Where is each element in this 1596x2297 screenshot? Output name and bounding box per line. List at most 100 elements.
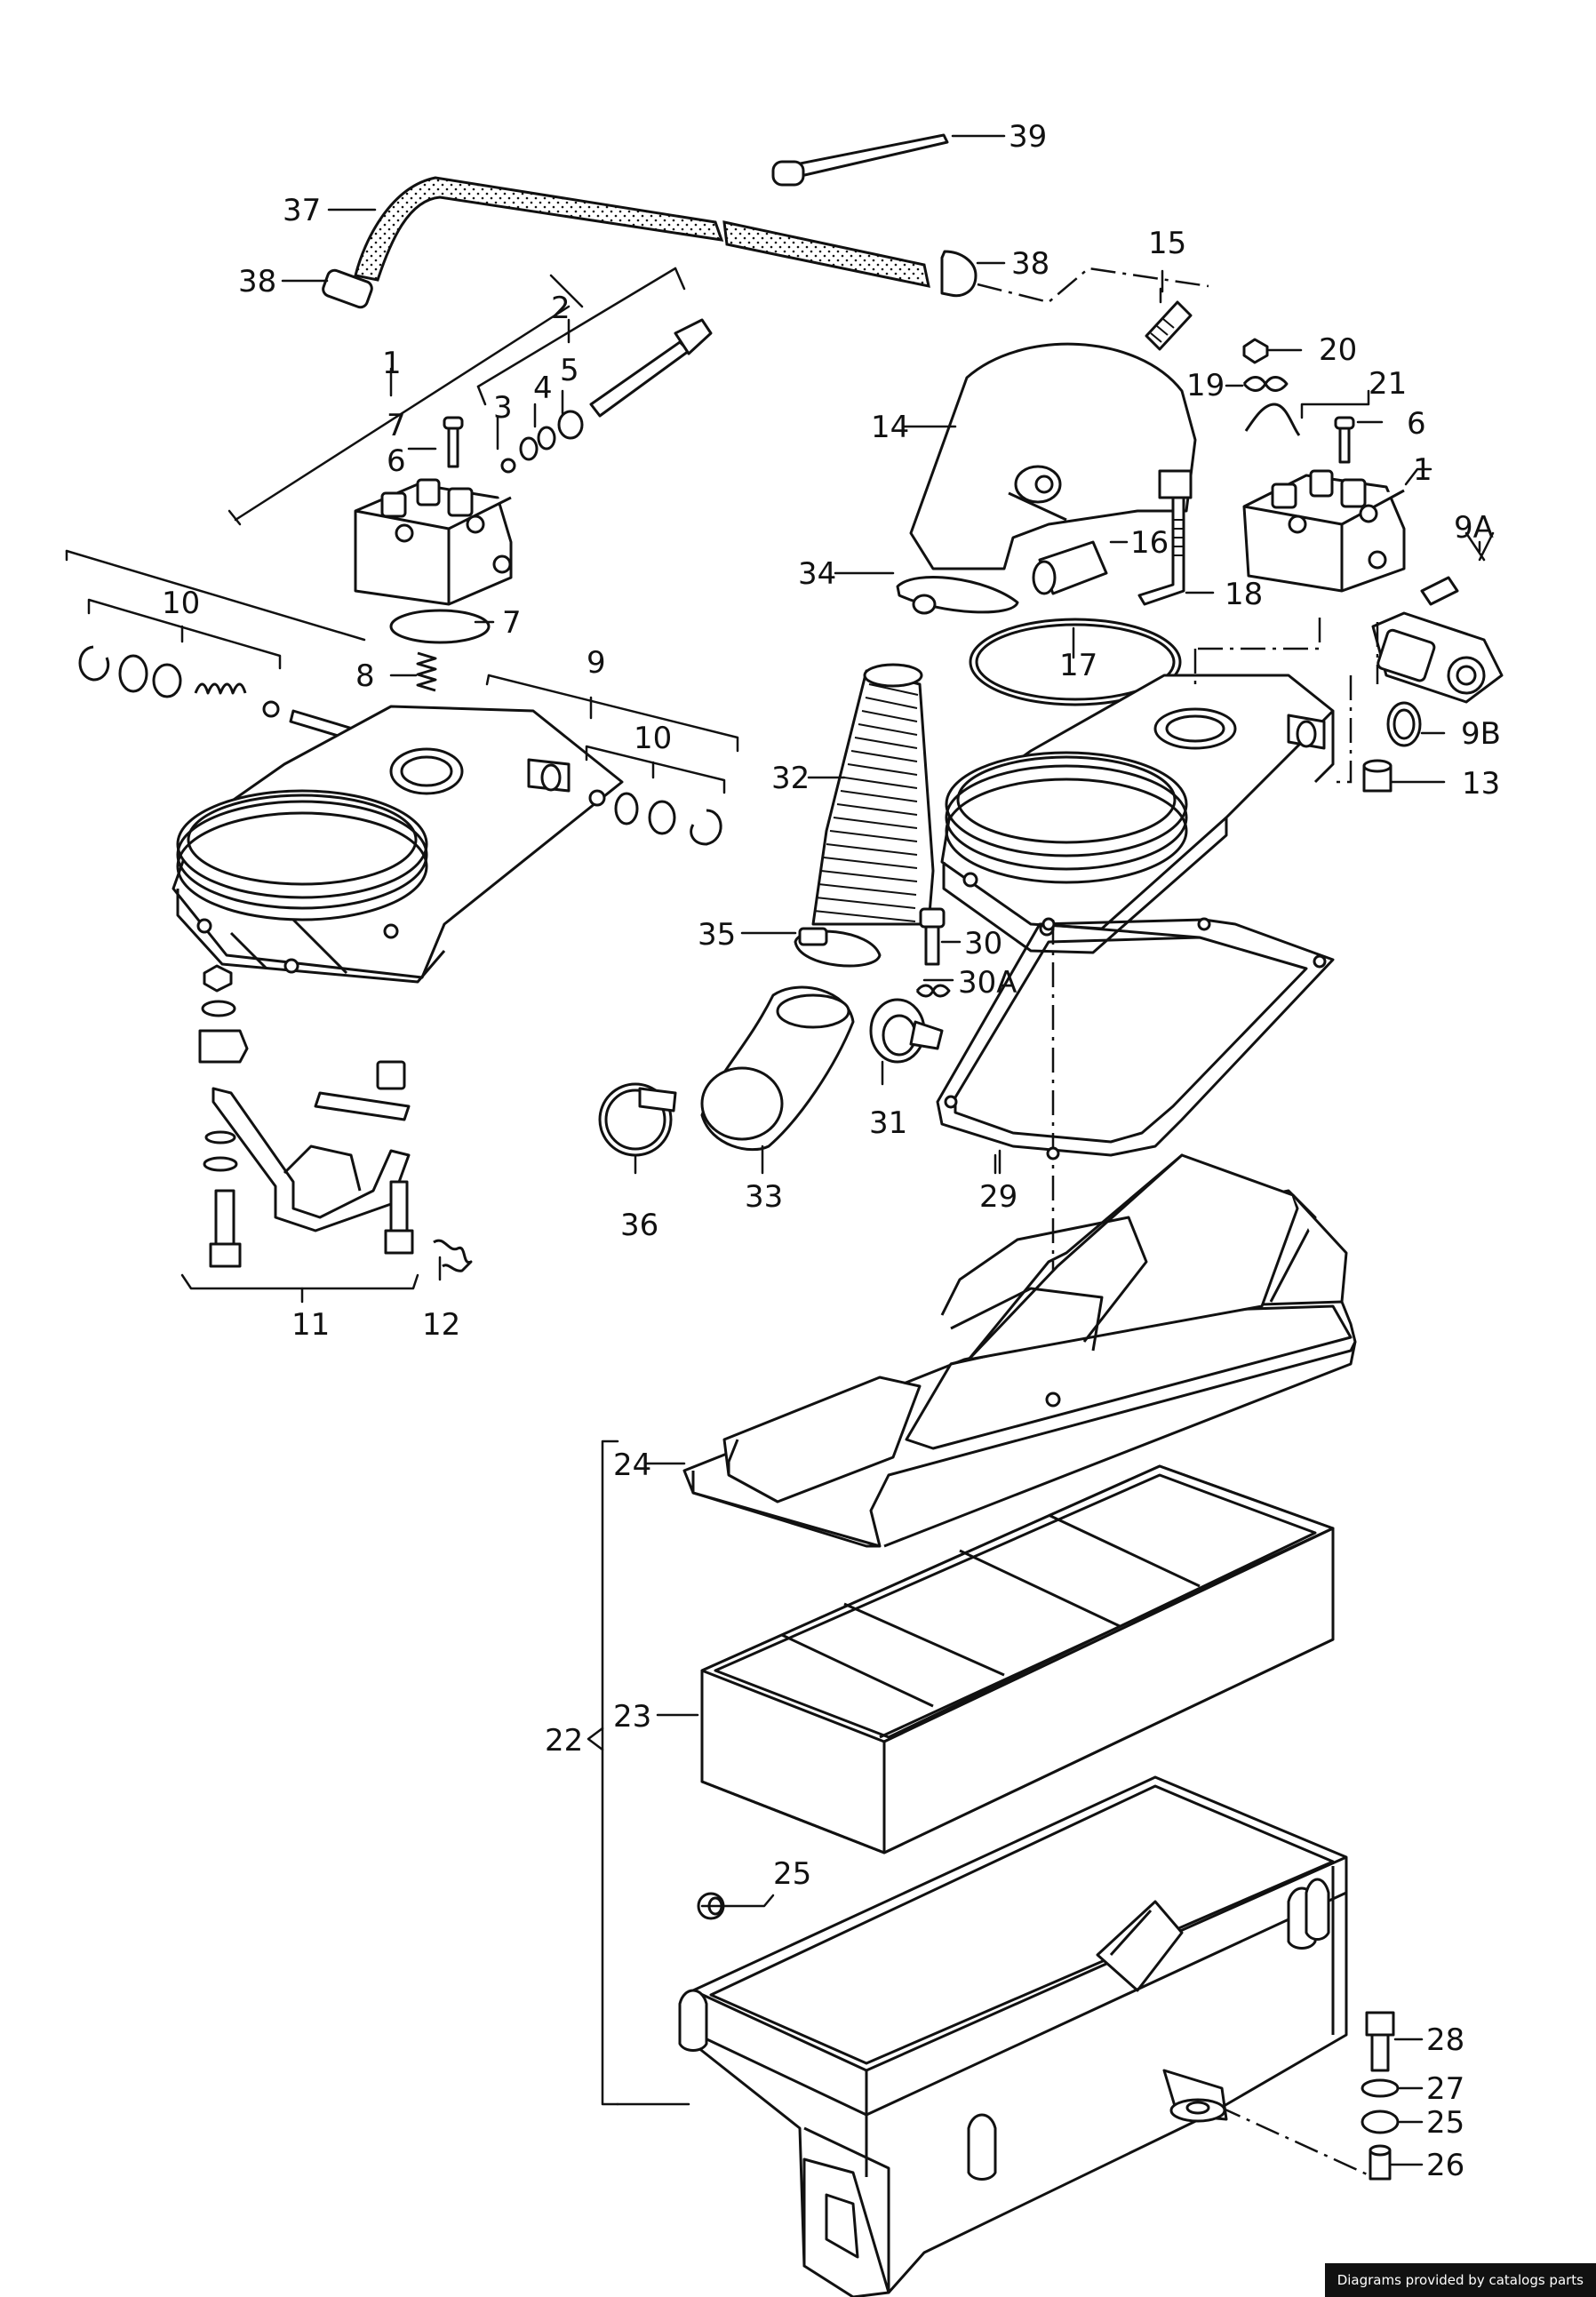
label-22: 22	[545, 1723, 583, 1759]
bracket-10-right	[585, 745, 726, 794]
label-8: 8	[355, 658, 375, 694]
label-6-left: 6	[387, 443, 406, 479]
label-36: 36	[620, 1208, 658, 1243]
label-35: 35	[698, 917, 736, 953]
bolt-28	[1365, 2011, 1395, 2072]
label-24: 24	[613, 1448, 651, 1483]
connector-9A	[1371, 576, 1504, 704]
label-37: 37	[283, 193, 321, 228]
credit-badge: Diagrams provided by catalogs parts	[1324, 2263, 1596, 2297]
airbox-lower	[678, 1775, 1348, 2297]
label-34: 34	[798, 556, 836, 592]
pipe-18	[1137, 496, 1185, 606]
bolt-11-right	[384, 1180, 414, 1255]
label-19: 19	[1186, 368, 1225, 403]
o-ring-17	[969, 618, 1182, 706]
washer-10-left-a	[118, 654, 148, 693]
valve-15	[1145, 300, 1193, 351]
throttle-body-left	[172, 705, 624, 984]
alignment-line-hose	[977, 267, 1209, 304]
label-3: 3	[493, 390, 513, 426]
gasket-29	[936, 917, 1335, 1160]
spring-8	[416, 651, 437, 692]
circlip-10-left	[78, 645, 110, 682]
spring-21	[1244, 403, 1301, 436]
label-28: 28	[1426, 2022, 1464, 2058]
bracket-9	[487, 674, 739, 753]
label-38-right: 38	[1011, 246, 1049, 282]
washer-4a	[519, 436, 539, 461]
washer-30A	[915, 984, 951, 998]
washer-10-right-a	[614, 792, 639, 825]
housing-1-left	[354, 478, 513, 606]
label-9A: 9A	[1454, 510, 1494, 546]
hose-37	[354, 176, 930, 288]
label-30A: 30A	[958, 965, 1017, 1001]
label-27: 27	[1426, 2071, 1464, 2107]
clamp-38-right	[940, 250, 978, 298]
label-9B: 9B	[1461, 716, 1501, 752]
clip-bracket-left	[314, 1060, 411, 1121]
label-30: 30	[964, 926, 1002, 961]
bracket-1-start	[227, 509, 242, 526]
screw-6-left	[443, 416, 464, 468]
washer-10-left-b	[152, 663, 182, 698]
washer-4b	[537, 426, 556, 451]
clamp-35	[794, 927, 882, 968]
grommet-25-bottom	[1361, 2110, 1400, 2134]
ball-3	[500, 458, 516, 474]
bracket-11	[180, 1273, 419, 1290]
tube-16	[1032, 540, 1108, 595]
part-number-labels: 39 37 38 38 15 20 19 21 6 1 9A 9B 13 14 …	[162, 119, 1501, 2183]
cable-tie-39	[771, 133, 949, 187]
label-38-left: 38	[238, 264, 276, 299]
o-ring-9B	[1386, 701, 1422, 747]
label-1-right: 1	[1413, 452, 1432, 488]
label-15: 15	[1148, 226, 1186, 261]
label-10-left: 10	[162, 586, 200, 621]
label-9: 9	[587, 645, 606, 681]
label-2: 2	[551, 291, 571, 326]
label-25-bottom: 25	[1426, 2105, 1464, 2141]
clip-19	[1242, 376, 1289, 392]
label-25-top: 25	[773, 1856, 811, 1892]
nut-stack-left	[198, 964, 249, 1064]
label-4: 4	[533, 371, 553, 406]
label-17: 17	[1059, 648, 1097, 683]
clip-31	[869, 998, 944, 1064]
screw-30	[919, 907, 946, 966]
washer-5	[557, 410, 584, 440]
cover-14	[909, 342, 1197, 570]
clamp-34	[896, 576, 1019, 615]
leader-lines	[281, 134, 1495, 2166]
airbox-upper-24	[682, 1153, 1357, 1548]
bracket-1-end	[549, 274, 584, 308]
adjust-screw-2	[589, 318, 713, 418]
bracket-10-left	[87, 598, 282, 670]
elbow-33	[700, 985, 855, 1152]
label-10-right: 10	[634, 721, 672, 756]
label-31: 31	[869, 1105, 907, 1141]
label-32: 32	[771, 761, 810, 796]
label-14: 14	[871, 410, 909, 445]
bracket-2-line	[476, 267, 677, 388]
brace-22	[601, 1440, 619, 2106]
cap-13	[1362, 759, 1393, 793]
o-ring-7	[389, 609, 491, 644]
label-39: 39	[1009, 119, 1047, 155]
label-6-right: 6	[1407, 406, 1426, 442]
washer-11a	[204, 1130, 236, 1145]
sleeve-26	[1369, 2144, 1392, 2181]
washer-10-right-b	[648, 800, 676, 835]
label-29: 29	[979, 1179, 1017, 1215]
label-11: 11	[291, 1307, 330, 1343]
spring-10-left	[194, 682, 247, 695]
ball-10-left	[262, 700, 280, 718]
label-18: 18	[1225, 577, 1263, 612]
washer-27	[1361, 2078, 1400, 2098]
label-21: 21	[1369, 366, 1407, 402]
bolt-11-left	[209, 1189, 242, 1268]
label-33: 33	[745, 1179, 783, 1215]
label-13: 13	[1462, 766, 1500, 802]
